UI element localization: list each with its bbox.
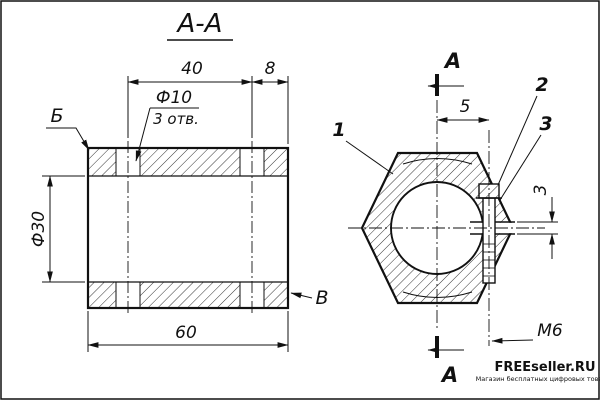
section-arrow-top-label: А	[443, 49, 461, 73]
left-view-dimensions: 40 8 Ф10 3 отв. Б Ф30 60 В	[29, 59, 329, 352]
right-view	[348, 100, 545, 346]
section-title-label: А-А	[176, 9, 223, 39]
watermark: FREEseller.RU Магазин бесплатных цифровы…	[476, 360, 600, 383]
thread-m6-label: М6	[537, 321, 563, 341]
watermark-tagline: Магазин бесплатных цифровых товаров	[476, 375, 600, 383]
dim-40-label: 40	[181, 59, 203, 79]
part-2-label: 2	[535, 74, 548, 96]
section-arrow-bottom-label: А	[440, 363, 458, 387]
dim-60-label: 60	[175, 323, 197, 343]
hole-count-label: 3 отв.	[153, 110, 199, 128]
dim-8-label: 8	[265, 59, 276, 79]
left-view	[86, 141, 290, 315]
right-view-dimensions: А А 5 1 2 3 3 М6	[332, 49, 563, 387]
part-3-label: 3	[539, 113, 552, 135]
section-title: А-А	[167, 9, 233, 41]
part-1-label: 1	[332, 119, 345, 141]
corner-v-label: В	[315, 287, 328, 309]
dim-5-label: 5	[460, 97, 471, 117]
corner-b-label: Б	[50, 105, 63, 127]
bore-dia-label: Ф30	[29, 211, 49, 247]
slit-dim-3-label: 3	[531, 185, 551, 196]
hole-dia-label: Ф10	[156, 88, 192, 108]
watermark-site: FREEseller.RU	[495, 360, 596, 375]
